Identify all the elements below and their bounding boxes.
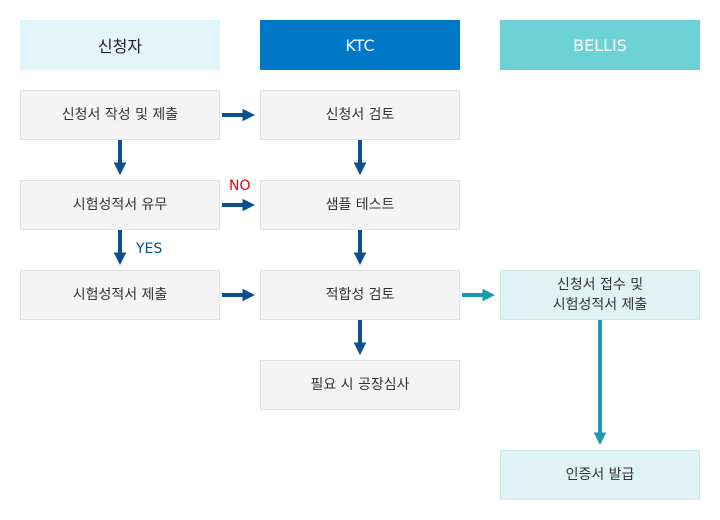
ktc-step-sample-test: 샘플 테스트 <box>260 180 460 230</box>
ktc-step-review: 신청서 검토 <box>260 90 460 140</box>
ktc-step-sample-test-label: 샘플 테스트 <box>325 197 395 213</box>
bellis-step-receipt-line1: 신청서 접수 및 <box>556 277 644 293</box>
applicant-step-report-check: 시험성적서 유무 <box>20 180 220 230</box>
ktc-step-factory-audit-label: 필요 시 공장심사 <box>310 377 410 393</box>
header-ktc-label: KTC <box>345 35 375 55</box>
yes-label: YES <box>136 241 163 257</box>
bellis-step-receipt-line2: 시험성적서 제출 <box>552 297 648 313</box>
header-ktc: KTC <box>260 20 460 70</box>
applicant-step-application-label: 신청서 작성 및 제출 <box>61 107 179 123</box>
applicant-step-application: 신청서 작성 및 제출 <box>20 90 220 140</box>
ktc-step-review-label: 신청서 검토 <box>325 107 395 123</box>
header-bellis-label: BELLIS <box>573 35 627 55</box>
bellis-step-certificate-label: 인증서 발급 <box>565 467 635 483</box>
ktc-step-factory-audit: 필요 시 공장심사 <box>260 360 460 410</box>
no-label: NO <box>229 178 251 194</box>
bellis-step-certificate: 인증서 발급 <box>500 450 700 500</box>
header-applicant-label: 신청자 <box>97 37 143 56</box>
applicant-step-report-submit: 시험성적서 제출 <box>20 270 220 320</box>
applicant-step-report-submit-label: 시험성적서 제출 <box>72 287 168 303</box>
ktc-step-conformity: 적합성 검토 <box>260 270 460 320</box>
header-applicant: 신청자 <box>20 20 220 70</box>
bellis-step-receipt: 신청서 접수 및 시험성적서 제출 <box>500 270 700 320</box>
ktc-step-conformity-label: 적합성 검토 <box>325 287 395 303</box>
applicant-step-report-check-label: 시험성적서 유무 <box>72 197 168 213</box>
header-bellis: BELLIS <box>500 20 700 70</box>
